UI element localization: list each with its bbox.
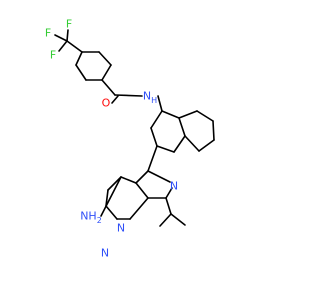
bond-29 xyxy=(165,187,173,199)
bond-10 xyxy=(101,79,116,96)
bond-14 xyxy=(150,110,163,129)
bond-21 xyxy=(196,110,214,122)
atom-label-f1: F xyxy=(45,27,51,40)
bond-12 xyxy=(114,94,143,97)
atom-label-f2: F xyxy=(50,49,56,62)
bond-34 xyxy=(105,205,118,220)
bond-22 xyxy=(212,120,215,141)
bond-17 xyxy=(173,135,186,153)
bond-40 xyxy=(170,213,186,226)
bond-31 xyxy=(120,176,137,184)
bond-13 xyxy=(157,95,163,112)
bond-15 xyxy=(150,127,158,147)
bond-33 xyxy=(105,189,109,207)
bonds xyxy=(54,29,215,227)
atom-label-n5: NH2 xyxy=(80,210,102,225)
atom-label-n4: N xyxy=(170,180,178,193)
bond-16 xyxy=(156,145,175,153)
bond-32 xyxy=(107,176,122,191)
bond-23 xyxy=(198,139,215,152)
bond-7 xyxy=(101,64,112,81)
atom-label-n2: N xyxy=(101,247,109,260)
bond-18 xyxy=(178,117,186,137)
atom-label-f3: F xyxy=(66,18,72,31)
bond-8 xyxy=(98,51,112,66)
bond-11 xyxy=(111,95,119,104)
bond-39 xyxy=(159,213,172,227)
bond-26 xyxy=(135,170,149,184)
bond-27 xyxy=(135,182,149,199)
atom-label-n3: N xyxy=(117,222,125,235)
atom-label-o1: O xyxy=(102,97,111,110)
bond-37 xyxy=(100,176,122,217)
bond-36 xyxy=(129,197,149,220)
bond-38 xyxy=(165,197,172,215)
bond-30 xyxy=(147,170,171,183)
atom-label-n1: NH xyxy=(143,90,157,105)
atom-subscript-n5: 2 xyxy=(97,216,102,225)
bond-5 xyxy=(75,64,87,81)
bond-25 xyxy=(147,145,158,172)
bond-20 xyxy=(178,110,198,119)
bond-24 xyxy=(184,135,200,152)
bond-1 xyxy=(58,40,68,52)
bond-2 xyxy=(66,29,69,42)
atom-subscript-n1: H xyxy=(151,96,157,105)
bond-4 xyxy=(75,51,83,66)
bond-0 xyxy=(54,34,68,42)
bond-19 xyxy=(161,110,180,119)
bond-3 xyxy=(66,40,83,53)
